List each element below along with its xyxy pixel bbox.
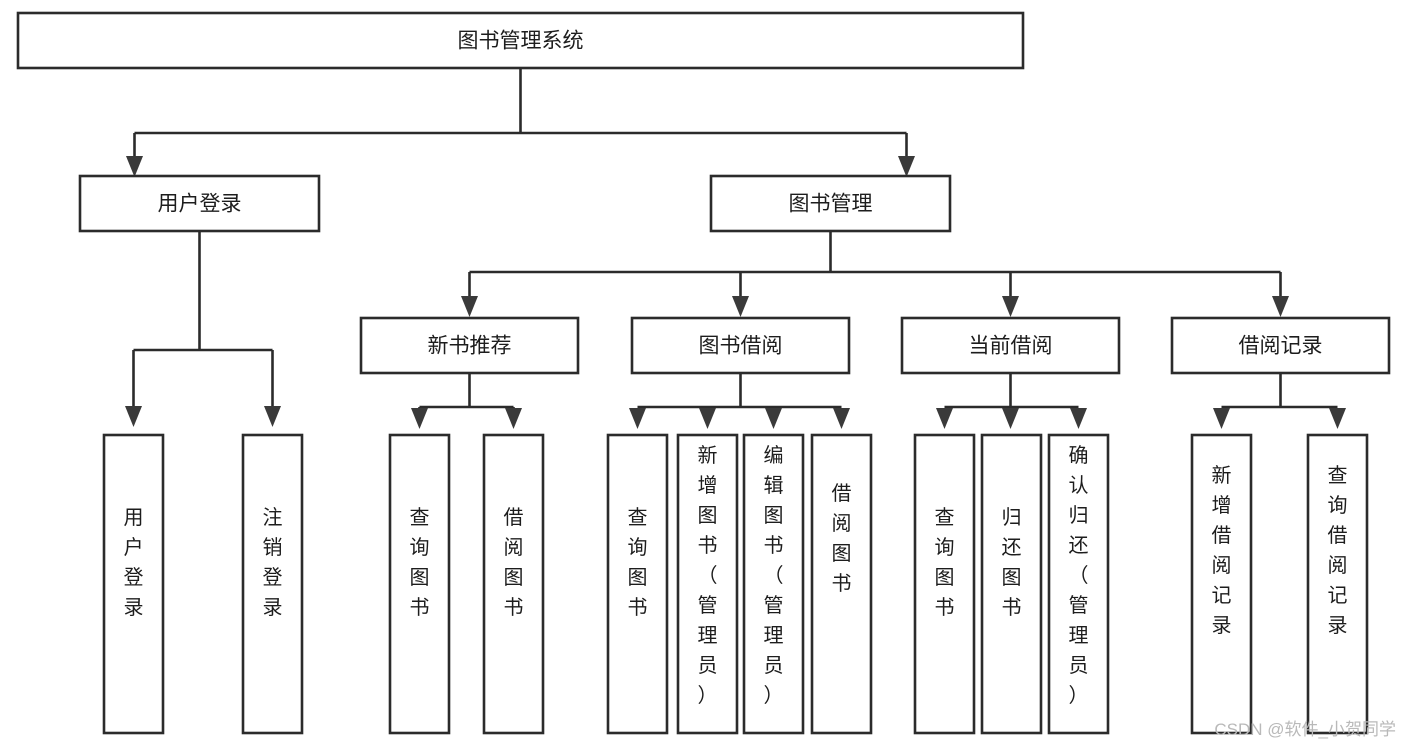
node-leaf-return-book-label: 归还图书 xyxy=(1002,506,1022,619)
node-borrow-record-label: 借阅记录 xyxy=(1239,335,1323,358)
node-book-borrow-label: 图书借阅 xyxy=(699,335,783,358)
node-leaf-add-record-box[interactable] xyxy=(1190,433,1253,735)
node-leaf-add-book-label: 新增图书（管理员） xyxy=(698,444,718,707)
node-leaf-borrow-book-1-box[interactable] xyxy=(482,433,545,735)
arrow-head-leaf-query-book-3 xyxy=(936,408,953,429)
arrow-head-leaf-borrow-book-1 xyxy=(505,408,522,429)
node-leaf-query-book-1-label: 查询图书 xyxy=(410,506,430,619)
node-leaf-user-login-box[interactable] xyxy=(102,433,165,735)
node-current-borrow[interactable]: 当前借阅 xyxy=(900,316,1121,375)
node-root-label: 图书管理系统 xyxy=(458,30,584,53)
node-leaf-query-book-2-box[interactable] xyxy=(606,433,669,735)
node-leaf-return-book[interactable]: 归还图书 xyxy=(980,433,1043,735)
node-leaf-edit-book[interactable]: 编辑图书（管理员） xyxy=(742,433,805,735)
arrow-head-leaf-add-record xyxy=(1213,408,1230,429)
arrow-head-leaf-query-book-2 xyxy=(629,408,646,429)
arrow-head-leaf-query-book-1 xyxy=(411,408,428,429)
node-leaf-logout-box[interactable] xyxy=(241,433,304,735)
node-leaf-add-record[interactable]: 新增借阅记录 xyxy=(1190,433,1253,735)
arrow-head-user-login xyxy=(126,156,143,177)
node-leaf-add-book-box[interactable] xyxy=(676,433,739,735)
arrow-head-leaf-edit-book xyxy=(765,408,782,429)
node-new-book-recommend-label: 新书推荐 xyxy=(428,335,512,358)
node-leaf-return-book-box[interactable] xyxy=(980,433,1043,735)
watermark-label: CSDN @软件_小贺同学 xyxy=(1214,720,1396,739)
arrow-head-new-book-rec xyxy=(461,296,478,317)
node-leaf-query-book-3[interactable]: 查询图书 xyxy=(913,433,976,735)
arrow-head-book-mgmt xyxy=(898,156,915,177)
node-leaf-user-login-label: 用户登录 xyxy=(124,507,144,619)
node-borrow-record[interactable]: 借阅记录 xyxy=(1170,316,1391,375)
node-book-management-box[interactable] xyxy=(709,174,952,233)
arrow-head-leaf-query-record xyxy=(1329,408,1346,429)
node-leaf-query-book-1[interactable]: 查询图书 xyxy=(388,433,451,735)
node-leaf-query-book-3-box[interactable] xyxy=(913,433,976,735)
arrow-head-book-borrow xyxy=(732,296,749,317)
node-leaf-confirm-return-label: 确认归还（管理员） xyxy=(1069,444,1089,707)
node-leaf-query-record[interactable]: 查询借阅记录 xyxy=(1306,433,1369,735)
arrow-head-leaf-logout xyxy=(264,406,281,427)
arrow-head-leaf-confirm-return xyxy=(1070,408,1087,429)
node-leaf-logout[interactable]: 注销登录 xyxy=(241,433,304,735)
node-book-management-label: 图书管理 xyxy=(789,193,873,216)
node-leaf-confirm-return-box[interactable] xyxy=(1047,433,1110,735)
node-leaf-borrow-book-2-box[interactable] xyxy=(810,433,873,735)
connector-group-book-borrow xyxy=(629,373,850,429)
connector-group-current-borrow xyxy=(936,373,1087,429)
arrow-head-current-borrow xyxy=(1002,296,1019,317)
node-current-borrow-box[interactable] xyxy=(900,316,1121,375)
node-current-borrow-label: 当前借阅 xyxy=(969,335,1053,358)
node-leaf-borrow-book-1[interactable]: 借阅图书 xyxy=(482,433,545,735)
arrow-head-borrow-record xyxy=(1272,296,1289,317)
node-leaf-add-book[interactable]: 新增图书（管理员） xyxy=(676,433,739,735)
node-leaf-query-book-2[interactable]: 查询图书 xyxy=(606,433,669,735)
node-leaf-borrow-book-2[interactable]: 借阅图书 xyxy=(810,433,873,735)
node-book-borrow-box[interactable] xyxy=(630,316,851,375)
node-user-login[interactable]: 用户登录 xyxy=(78,174,321,233)
node-leaf-edit-book-label: 编辑图书（管理员） xyxy=(764,444,784,707)
node-book-management[interactable]: 图书管理 xyxy=(709,174,952,233)
node-leaf-query-record-label: 查询借阅记录 xyxy=(1328,464,1348,637)
connector-group-borrow-record xyxy=(1213,373,1346,429)
node-leaf-add-record-label: 新增借阅记录 xyxy=(1212,464,1232,637)
connector-group-root xyxy=(126,68,915,177)
node-leaf-confirm-return[interactable]: 确认归还（管理员） xyxy=(1047,433,1110,735)
node-book-borrow[interactable]: 图书借阅 xyxy=(630,316,851,375)
connector-group-book-mgmt xyxy=(461,231,1289,317)
connector-group-new-book-rec xyxy=(411,373,522,429)
node-leaf-borrow-book-1-label: 借阅图书 xyxy=(504,506,524,619)
node-root-box[interactable] xyxy=(16,11,1025,70)
node-user-login-label: 用户登录 xyxy=(158,193,242,216)
node-leaf-query-book-2-label: 查询图书 xyxy=(628,506,648,619)
node-leaf-edit-book-box[interactable] xyxy=(742,433,805,735)
node-leaf-query-book-3-label: 查询图书 xyxy=(935,506,955,619)
node-new-book-recommend-box[interactable] xyxy=(359,316,580,375)
arrow-head-leaf-borrow-book-2 xyxy=(833,408,850,429)
node-leaf-logout-label: 注销登录 xyxy=(263,506,283,619)
node-leaf-query-book-1-box[interactable] xyxy=(388,433,451,735)
node-borrow-record-box[interactable] xyxy=(1170,316,1391,375)
node-user-login-box[interactable] xyxy=(78,174,321,233)
node-root-book-management-system[interactable]: 图书管理系统 xyxy=(16,11,1025,70)
connector-group-user-login xyxy=(125,231,281,427)
node-leaf-borrow-book-2-label: 借阅图书 xyxy=(832,482,852,595)
node-leaf-query-record-box[interactable] xyxy=(1306,433,1369,735)
node-new-book-recommend[interactable]: 新书推荐 xyxy=(359,316,580,375)
arrow-head-leaf-add-book xyxy=(699,408,716,429)
arrow-head-leaf-user-login xyxy=(125,406,142,427)
node-leaf-user-login[interactable]: 用户登录 xyxy=(102,433,165,735)
arrow-head-leaf-return-book xyxy=(1002,408,1019,429)
